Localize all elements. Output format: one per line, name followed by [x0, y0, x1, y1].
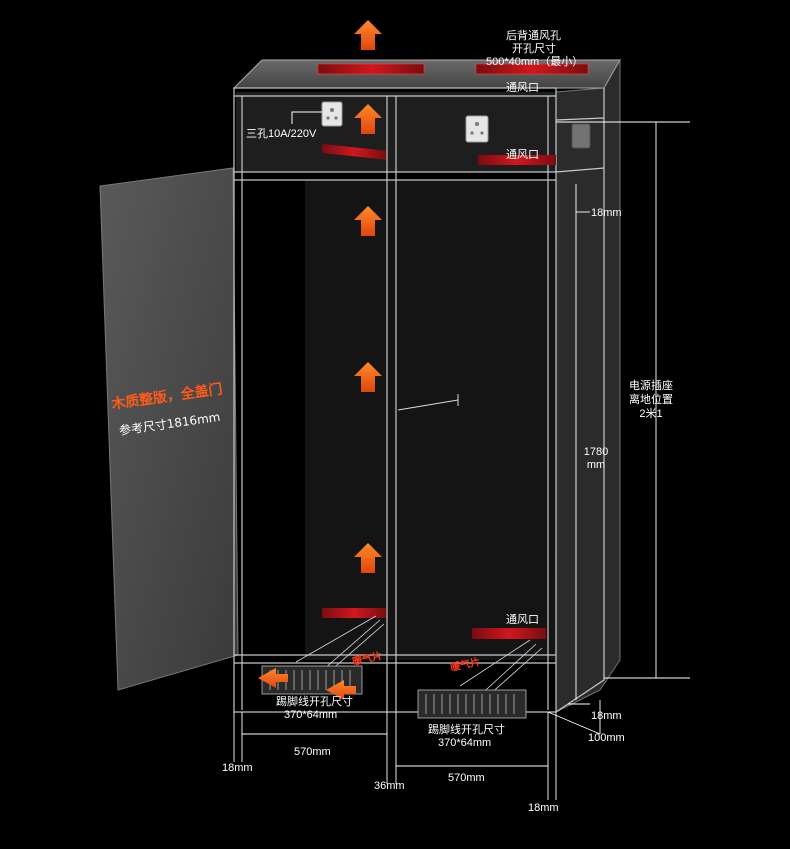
rear-vent-sub: 开孔尺寸 — [512, 43, 556, 55]
kick-right-title: 踢脚线开孔尺寸 — [428, 724, 505, 736]
up-arrow-icon — [354, 104, 382, 134]
kick-right-size: 370*64mm — [438, 737, 492, 749]
socket-icon — [321, 101, 343, 127]
vent-slot-icon — [472, 628, 546, 639]
up-arrow-icon — [354, 362, 382, 392]
vent-bottom-label: 通风口 — [506, 614, 539, 626]
middle-board-label: 36mm — [374, 780, 405, 792]
up-arrow-icon — [258, 668, 288, 688]
up-arrow-icon — [354, 20, 382, 50]
socket-icon — [465, 115, 489, 143]
socket-height-3: 2米1 — [639, 408, 663, 420]
left-board-label: 18mm — [222, 762, 253, 774]
right-board-label: 18mm — [528, 802, 559, 814]
rear-vent-title: 后背通风孔 — [506, 30, 561, 42]
airflow-arrows — [354, 20, 382, 573]
width-right-label: 570mm — [448, 772, 485, 784]
cabinet-right-side — [555, 58, 621, 713]
cabinet-outline — [233, 87, 605, 713]
socket-icon — [571, 123, 591, 149]
height-unit: mm — [586, 459, 606, 471]
up-arrow-icon — [326, 680, 356, 700]
vent-slot-icon — [317, 63, 425, 75]
width-left-label: 570mm — [294, 746, 331, 758]
vent-slots — [317, 63, 589, 639]
socket-height-2: 离地位置 — [629, 394, 673, 406]
vent-inner-label: 通风口 — [506, 149, 539, 161]
socket-spec: 三孔10A/220V — [246, 128, 317, 140]
rear-vent-size: 500*40mm（最小） — [486, 56, 584, 68]
depth-gap-label: 100mm — [588, 732, 625, 744]
shelf-gap-label: 18mm — [591, 207, 622, 219]
height-value: 1780 — [583, 446, 609, 458]
socket-height-1: 电源插座 — [629, 380, 673, 392]
kick-arrows — [258, 668, 356, 700]
vent-slot-icon — [322, 608, 386, 618]
vent-top-label: 通风口 — [506, 82, 539, 94]
kick-left-title: 踢脚线开孔尺寸 — [276, 696, 353, 708]
vent-slot-icon — [322, 144, 386, 160]
socket-leader — [291, 111, 322, 124]
vent-slot-icon — [478, 155, 556, 165]
vent-slot-icon — [475, 63, 589, 75]
hanging-rod — [397, 399, 459, 411]
cabinet-back — [305, 180, 560, 660]
up-arrow-icon — [354, 206, 382, 236]
dimension-lines — [233, 121, 690, 800]
kick-left-size: 370*64mm — [284, 709, 338, 721]
up-arrow-icon — [354, 543, 382, 573]
base-gap-label: 18mm — [591, 710, 622, 722]
